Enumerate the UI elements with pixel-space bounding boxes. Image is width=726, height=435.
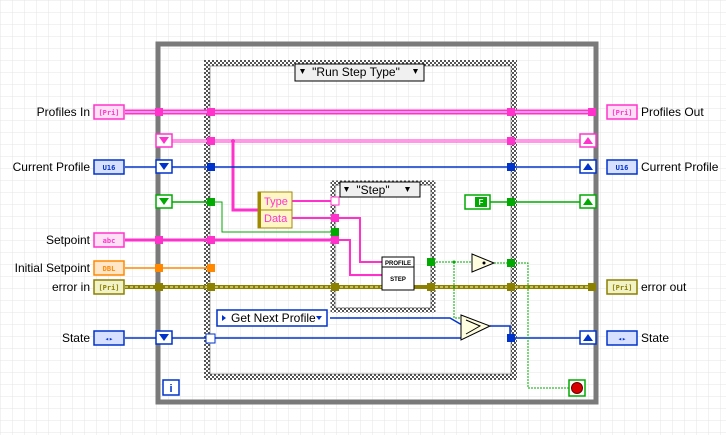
label-setpoint: Setpoint [46, 233, 91, 247]
unbundle-by-name-node[interactable]: Type Data [257, 191, 293, 229]
svg-text:◂▸: ◂▸ [105, 335, 113, 343]
subvi-top-label: PROFILE [385, 261, 411, 267]
stop-terminal[interactable] [568, 379, 586, 397]
boolean-false-constant[interactable]: F [464, 194, 491, 210]
chevron-down-icon [316, 316, 322, 320]
svg-text:[Pri]: [Pri] [98, 109, 119, 117]
terminal-profiles-in[interactable]: Profiles In [Pri] [37, 104, 125, 120]
shift-register-left-state[interactable] [155, 330, 173, 345]
label-error-in: error in [52, 280, 90, 294]
shift-register-left-green[interactable] [155, 194, 173, 209]
case-selector-inner[interactable]: "Step" [339, 181, 421, 198]
terminal-state-in[interactable]: State ◂▸ [62, 330, 125, 346]
wire-setpoint-to-subvi[interactable] [338, 239, 382, 276]
label-initial-setpoint: Initial Setpoint [15, 261, 91, 275]
shift-register-left-blue[interactable] [155, 159, 173, 174]
case-selector-inner-label: "Step" [356, 183, 389, 197]
svg-text:U16: U16 [616, 164, 629, 172]
case-selector-outer-label: "Run Step Type" [312, 65, 400, 79]
svg-text:[Pri]: [Pri] [611, 284, 632, 292]
svg-text:◂▸: ◂▸ [618, 335, 626, 343]
terminal-error-in[interactable]: error in [Pri] [52, 279, 125, 295]
subvi-bottom-label: STEP [390, 277, 406, 283]
wire-bool-inner[interactable] [210, 201, 336, 233]
label-current-profile-in: Current Profile [13, 160, 91, 174]
label-profiles-out: Profiles Out [641, 105, 704, 119]
shift-register-right-pink[interactable] [579, 133, 597, 148]
terminal-initial-setpoint[interactable]: Initial Setpoint DBL [15, 260, 125, 276]
svg-text:[Pri]: [Pri] [611, 109, 632, 117]
wire-data-to-subvi[interactable] [338, 217, 382, 263]
terminal-profiles-out[interactable]: [Pri] Profiles Out [606, 104, 704, 120]
enum-constant-get-next-profile[interactable]: Get Next Profile [216, 309, 328, 327]
unbundle-item-data: Data [264, 213, 288, 225]
shift-register-right-green[interactable] [579, 194, 597, 209]
svg-text:abc: abc [103, 237, 116, 245]
shift-register-left-pink[interactable] [155, 133, 173, 148]
iteration-label: i [169, 383, 172, 395]
terminal-state-out[interactable]: ◂▸ State [606, 330, 669, 346]
terminal-error-out[interactable]: [Pri] error out [606, 279, 687, 295]
stop-icon [571, 382, 583, 394]
tunnels [155, 108, 596, 344]
iteration-terminal[interactable]: i [162, 379, 180, 396]
wire-select-out[interactable] [490, 325, 582, 339]
terminal-current-profile-in[interactable]: Current Profile U16 [13, 159, 125, 175]
svg-text:U16: U16 [103, 164, 116, 172]
svg-text:[Pri]: [Pri] [98, 284, 119, 292]
terminal-setpoint[interactable]: Setpoint abc [46, 232, 125, 248]
wire-step-bool-down[interactable] [453, 262, 460, 319]
case-structure-outer[interactable] [204, 60, 517, 380]
unbundle-item-type: Type [264, 196, 288, 208]
select-function[interactable] [460, 314, 492, 341]
not-function[interactable] [471, 253, 496, 273]
label-current-profile-out: Current Profile [641, 160, 719, 174]
case-selector-outer[interactable]: "Run Step Type" [294, 63, 425, 82]
wire-not-out[interactable] [494, 262, 570, 389]
shift-register-right-blue[interactable] [579, 159, 597, 174]
wire-enum-constant[interactable] [330, 317, 463, 326]
label-state-out: State [641, 331, 669, 345]
shift-register-right-state[interactable] [579, 330, 597, 345]
terminal-current-profile-out[interactable]: U16 Current Profile [606, 159, 719, 175]
enum-constant-label: Get Next Profile [231, 311, 316, 325]
label-state-in: State [62, 331, 90, 345]
profile-step-subvi[interactable]: PROFILE STEP [381, 256, 415, 291]
while-loop-frame[interactable] [155, 41, 599, 405]
bool-constant-label: F [479, 198, 484, 207]
svg-text:DBL: DBL [103, 265, 116, 273]
label-profiles-in: Profiles In [37, 105, 90, 119]
label-error-out: error out [641, 280, 687, 294]
